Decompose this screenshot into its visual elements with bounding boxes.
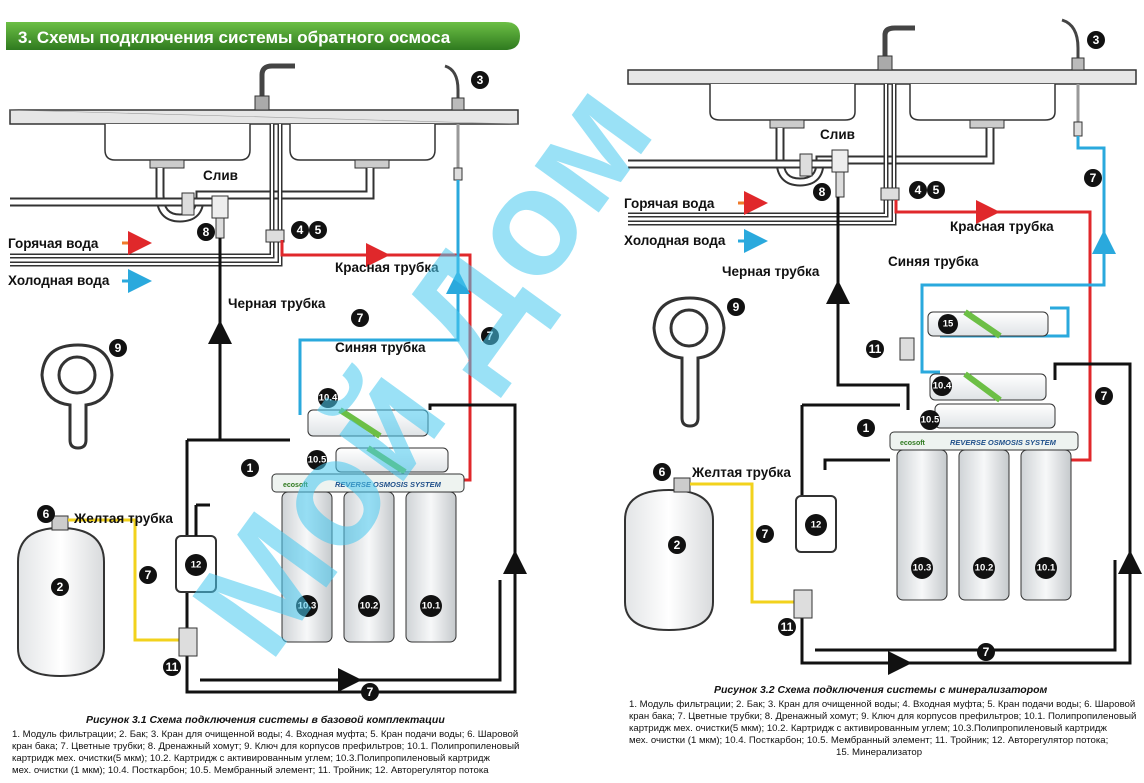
svg-text:7: 7 — [1090, 171, 1097, 185]
svg-text:7: 7 — [145, 568, 152, 582]
svg-text:10.1: 10.1 — [422, 601, 441, 612]
svg-text:10.3: 10.3 — [913, 563, 932, 574]
blue-tube-label: Синяя трубка — [335, 340, 426, 355]
svg-text:мех. очистки (1 мкм); 10.4. По: мех. очистки (1 мкм); 10.4. Посткарбон; … — [629, 735, 1108, 746]
svg-text:ecosoft: ecosoft — [283, 482, 309, 489]
scheme-basic: Слив 8 4 5 Горячая вода Холодная вода 3 … — [8, 63, 527, 701]
svg-text:12: 12 — [191, 560, 202, 571]
svg-text:4: 4 — [297, 223, 304, 237]
svg-text:Рисунок 3.1 Схема подключения: Рисунок 3.1 Схема подключения системы в … — [86, 714, 445, 726]
drain-clamp — [211, 195, 229, 219]
svg-text:картридж мех. очистки(5 мкм);: картридж мех. очистки(5 мкм); 10.2. Карт… — [12, 753, 491, 764]
yellow-tube-label: Желтая трубка — [73, 511, 173, 526]
svg-text:15. Минерализатор: 15. Минерализатор — [836, 747, 922, 758]
svg-text:5: 5 — [315, 223, 322, 237]
red-tube-label-2: Красная трубка — [950, 219, 1054, 234]
svg-text:10.4: 10.4 — [319, 393, 338, 404]
housing-key — [40, 343, 114, 450]
blue-tube-label-2: Синяя трубка — [888, 254, 979, 269]
svg-text:1: 1 — [247, 461, 254, 475]
yellow-tube — [68, 518, 182, 642]
mineralizer — [927, 311, 1049, 337]
svg-text:9: 9 — [115, 341, 122, 355]
badge-1 — [241, 459, 259, 477]
svg-text:15: 15 — [943, 319, 954, 330]
badge-4-5 — [291, 221, 309, 239]
drain-label-2: Слив — [820, 127, 855, 142]
svg-text:10.1: 10.1 — [1037, 563, 1056, 574]
scheme-mineralizer: Слив 8 4 5 Горячая вода Холодная вода 3 … — [624, 18, 1142, 675]
svg-text:6: 6 — [43, 507, 50, 521]
hot-water-label-2: Горячая вода — [624, 196, 715, 211]
svg-text:1: 1 — [863, 421, 870, 435]
svg-text:9: 9 — [733, 300, 740, 314]
svg-text:7: 7 — [357, 311, 364, 325]
countertop-2 — [627, 69, 1137, 85]
sink-bowl-left — [104, 124, 251, 161]
svg-text:11: 11 — [781, 620, 794, 634]
svg-text:10.2: 10.2 — [360, 601, 379, 612]
header-banner: 3. Схемы подключения системы обратного о… — [6, 22, 520, 50]
tee-fitting — [178, 627, 198, 657]
svg-text:4: 4 — [915, 183, 922, 197]
svg-text:REVERSE OSMOSIS SYSTEM: REVERSE OSMOSIS SYSTEM — [335, 480, 442, 489]
svg-text:10.3: 10.3 — [298, 601, 317, 612]
svg-text:3: 3 — [1093, 33, 1100, 47]
red-tube-label: Красная трубка — [335, 260, 439, 275]
svg-text:10.2: 10.2 — [975, 563, 994, 574]
svg-text:кран бака; 7. Цветные трубки;: кран бака; 7. Цветные трубки; 8. Дренажн… — [12, 741, 519, 752]
svg-text:1. Модуль фильтрации; 2. Бак;: 1. Модуль фильтрации; 2. Бак; 3. Кран дл… — [12, 729, 518, 740]
svg-text:11: 11 — [166, 660, 179, 674]
svg-text:ecosoft: ecosoft — [900, 440, 926, 447]
svg-text:5: 5 — [933, 183, 940, 197]
drain-label: Слив — [203, 168, 238, 183]
badge-6 — [37, 505, 55, 523]
badge-3 — [471, 71, 489, 89]
svg-text:8: 8 — [203, 225, 210, 239]
clean-water-faucet — [444, 64, 460, 110]
svg-text:7: 7 — [487, 329, 494, 343]
badge-8 — [197, 223, 215, 241]
hot-water-label: Горячая вода — [8, 236, 99, 251]
yellow-tube-label-2: Желтая трубка — [691, 465, 791, 480]
badge-9 — [109, 339, 127, 357]
svg-text:Рисунок 3.2 Схема подключения: Рисунок 3.2 Схема подключения системы с … — [714, 684, 1048, 696]
svg-text:кран бака; 7. Цветные трубки;: кран бака; 7. Цветные трубки; 8. Дренажн… — [629, 711, 1136, 722]
svg-text:REVERSE OSMOSIS SYSTEM: REVERSE OSMOSIS SYSTEM — [950, 438, 1057, 447]
svg-text:10.4: 10.4 — [933, 381, 952, 392]
black-tube-label-2: Черная трубка — [722, 264, 820, 279]
postcarbon-cartridge — [307, 409, 429, 437]
svg-text:2: 2 — [57, 580, 64, 594]
svg-text:мех. очистки (1 мкм); 10.4. По: мех. очистки (1 мкм); 10.4. Посткарбон; … — [12, 765, 489, 776]
caption-figure-2: Рисунок 3.2 Схема подключения системы с … — [629, 684, 1136, 758]
svg-text:6: 6 — [659, 465, 666, 479]
blue-tube — [298, 180, 460, 415]
svg-text:1. Модуль фильтрации; 2. Бак;: 1. Модуль фильтрации; 2. Бак; 3. Кран дл… — [629, 699, 1135, 710]
black-tube — [218, 238, 290, 442]
cold-water-label-2: Холодная вода — [624, 233, 726, 248]
svg-text:7: 7 — [762, 527, 769, 541]
svg-text:12: 12 — [811, 520, 822, 531]
black-tube-label: Черная трубка — [228, 296, 326, 311]
svg-text:7: 7 — [983, 645, 990, 659]
sink-bowl-right — [289, 124, 436, 161]
caption-figure-1: Рисунок 3.1 Схема подключения системы в … — [12, 714, 519, 776]
svg-text:11: 11 — [869, 342, 882, 356]
svg-text:8: 8 — [819, 185, 826, 199]
svg-text:2: 2 — [674, 538, 681, 552]
svg-text:10.5: 10.5 — [921, 415, 940, 426]
svg-text:3: 3 — [477, 73, 484, 87]
storage-tank — [17, 526, 105, 678]
cold-water-label: Холодная вода — [8, 273, 110, 288]
filtration-module: 10.4 10.5 ecosoft REVERSE OSMOSIS SYSTEM… — [241, 388, 465, 643]
svg-text:7: 7 — [367, 685, 374, 699]
svg-text:10.5: 10.5 — [308, 455, 327, 466]
svg-text:картридж мех. очистки(5 мкм);: картридж мех. очистки(5 мкм); 10.2. Карт… — [629, 723, 1108, 734]
svg-text:7: 7 — [1101, 389, 1108, 403]
page-title: 3. Схемы подключения системы обратного о… — [18, 28, 451, 47]
